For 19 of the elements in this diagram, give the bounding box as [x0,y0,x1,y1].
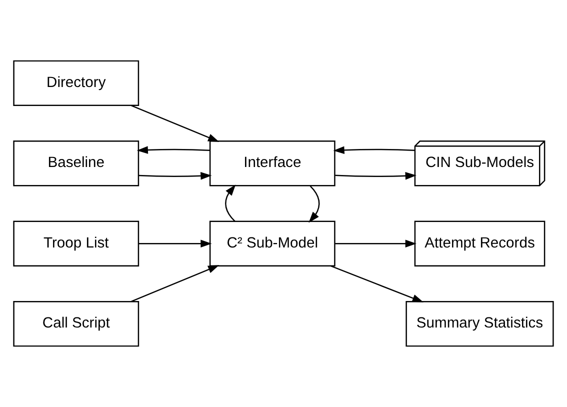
node-box: Summary Statistics [406,301,554,347]
arrow [225,184,236,222]
node-box: Interface [209,140,336,186]
arrow [330,265,424,302]
node-box: Call Script [13,301,140,347]
arrow [138,240,212,248]
arrow [136,146,210,154]
arrow [335,172,416,180]
node-box: Baseline [13,140,140,186]
arrow [131,104,220,142]
node-box: C² Sub-Model [209,220,336,266]
arrow [138,172,212,180]
arrow [308,186,320,223]
node-box: Attempt Records [414,220,546,266]
arrow [131,265,220,302]
node-box: Troop List [13,220,140,266]
arrow [333,146,415,154]
node-box: Directory [13,60,140,106]
arrow [335,240,416,248]
